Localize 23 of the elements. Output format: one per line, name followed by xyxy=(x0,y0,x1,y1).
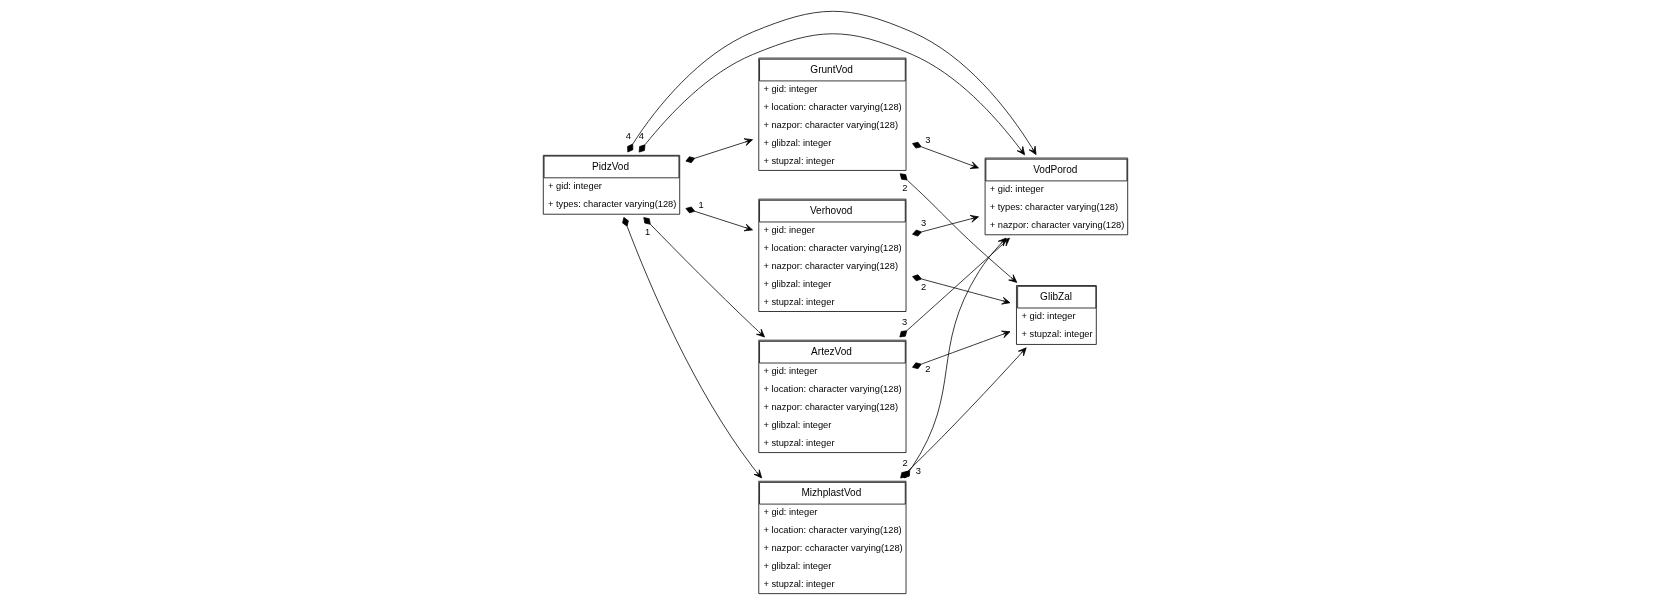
edge-label: 2 xyxy=(925,364,931,375)
arrow xyxy=(638,33,1026,156)
edge-label: 3 xyxy=(925,135,931,146)
arrow xyxy=(912,274,1011,305)
arrow xyxy=(912,215,979,237)
arrow xyxy=(685,138,753,163)
arrow xyxy=(622,217,763,479)
edge-label: 3 xyxy=(902,316,908,327)
edge-label: 2 xyxy=(902,457,908,468)
edge-label: 1 xyxy=(644,226,651,237)
edge-label: 1 xyxy=(698,199,704,210)
arrow xyxy=(627,10,1037,155)
arrow xyxy=(685,206,753,232)
edge-label: 2 xyxy=(920,281,927,292)
edge-label: 3 xyxy=(920,217,927,228)
edge-label: 2 xyxy=(902,182,908,193)
arrow xyxy=(899,173,1018,283)
edge-label: 4 xyxy=(638,131,645,142)
edge-label: 4 xyxy=(625,130,631,141)
edge-label: 3 xyxy=(915,466,921,477)
arrow xyxy=(643,217,765,338)
arrow xyxy=(912,330,1011,370)
arrow xyxy=(912,141,979,169)
